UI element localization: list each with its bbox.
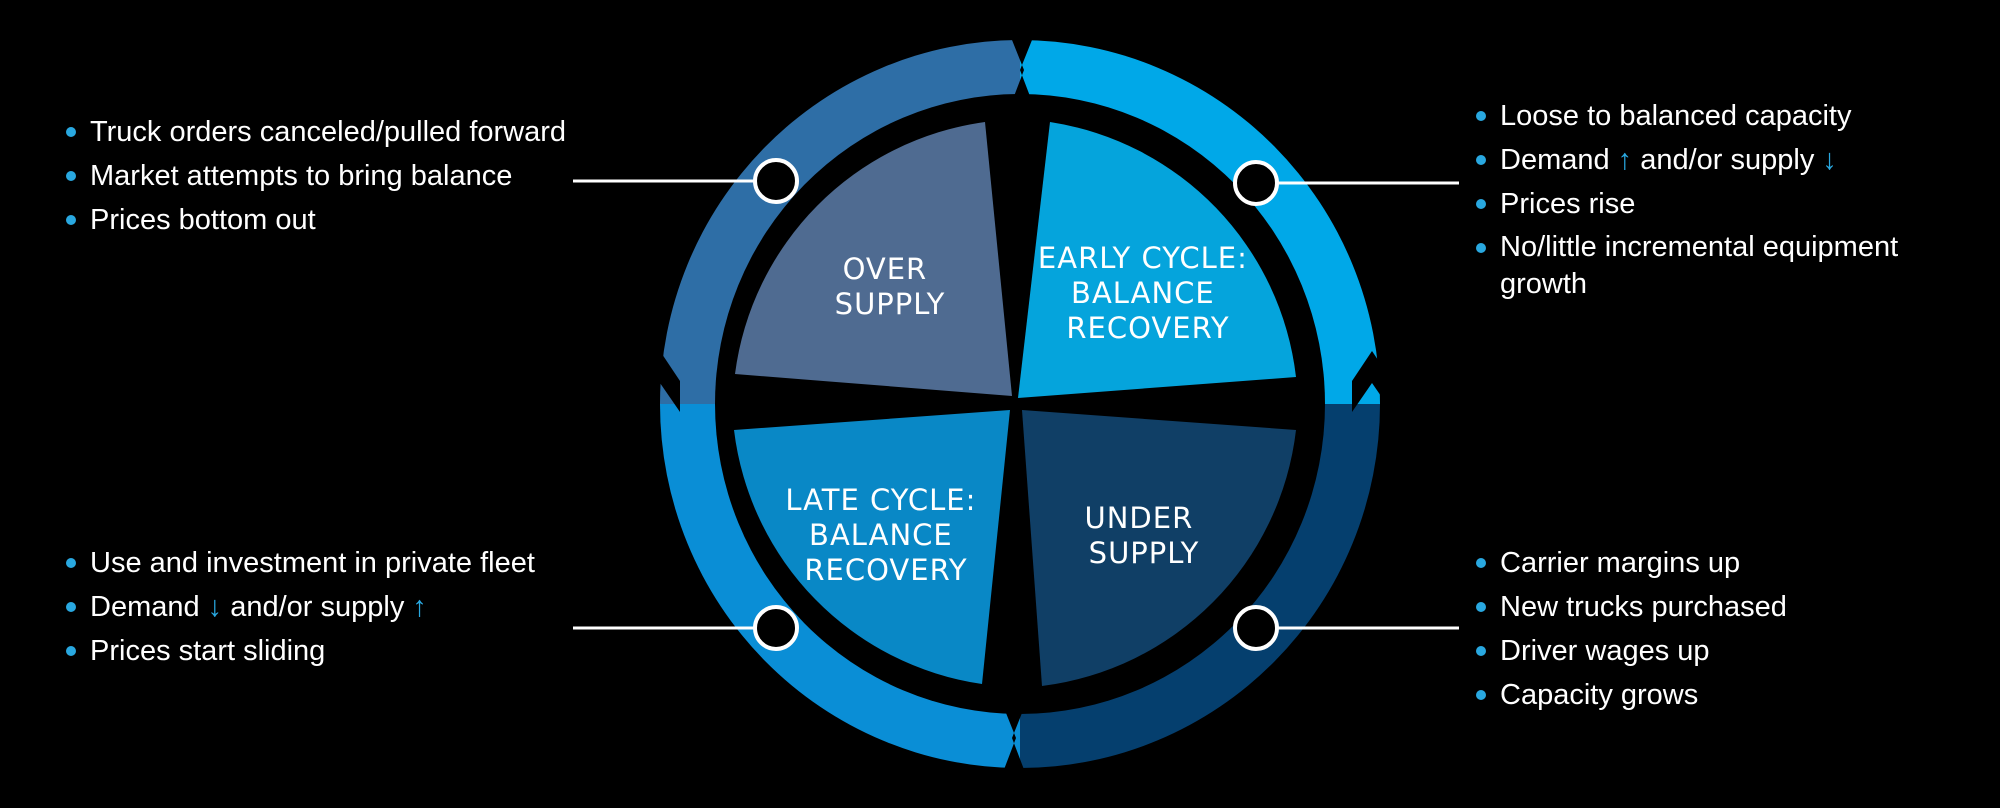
- list-item: Prices bottom out: [62, 198, 566, 242]
- quadrant-over-supply: [735, 122, 1012, 396]
- quadrant-early-cycle: [1018, 122, 1296, 398]
- list-item: Capacity grows: [1472, 673, 1787, 717]
- quadrant-late-cycle: [734, 410, 1010, 684]
- list-item: No/little incremental equipment growth: [1472, 229, 1970, 303]
- list-item: Use and investment in private fleet: [62, 541, 535, 585]
- label-over-supply: OVER SUPPLY: [835, 252, 946, 321]
- label-under-supply: UNDER SUPPLY: [1085, 501, 1204, 570]
- connector-dot-under-supply: [1233, 605, 1279, 651]
- early-cycle-bullet-list: Loose to balanced capacity Demand ↑ and/…: [1472, 94, 1970, 303]
- list-item: Demand ↑ and/or supply ↓: [1472, 138, 1970, 182]
- label-late-cycle: LATE CYCLE: BALANCE RECOVERY: [785, 483, 986, 587]
- connector-dot-late-cycle: [753, 605, 799, 651]
- list-item: Prices start sliding: [62, 629, 535, 673]
- list-item-text: Demand: [90, 591, 208, 623]
- over-supply-bullet-list: Truck orders canceled/pulled forward Mar…: [62, 110, 566, 242]
- list-item: Market attempts to bring balance: [62, 154, 566, 198]
- list-item-text: Demand: [1500, 144, 1618, 176]
- list-item: Carrier margins up: [1472, 541, 1787, 585]
- list-item: Prices rise: [1472, 182, 1970, 226]
- label-early-cycle: EARLY CYCLE: BALANCE RECOVERY: [1038, 241, 1258, 345]
- demand-up-arrow-icon: ↑: [1617, 144, 1633, 176]
- supply-up-arrow-icon: ↑: [412, 591, 427, 623]
- list-item: Demand ↓ and/or supply ↑: [62, 585, 535, 629]
- demand-down-arrow-icon: ↓: [207, 591, 223, 623]
- list-item: Loose to balanced capacity: [1472, 94, 1970, 138]
- late-cycle-bullet-list: Use and investment in private fleet Dema…: [62, 541, 535, 673]
- list-item-text: and/or supply: [222, 591, 413, 623]
- list-item: Truck orders canceled/pulled forward: [62, 110, 566, 154]
- under-supply-bullet-list: Carrier margins up New trucks purchased …: [1472, 541, 1787, 717]
- quadrant-under-supply: [1022, 410, 1296, 686]
- supply-down-arrow-icon: ↓: [1822, 144, 1837, 176]
- list-item: Driver wages up: [1472, 629, 1787, 673]
- connector-dot-early-cycle: [1233, 160, 1279, 206]
- list-item: New trucks purchased: [1472, 585, 1787, 629]
- connector-dot-over-supply: [753, 158, 799, 204]
- list-item-text: and/or supply: [1632, 144, 1823, 176]
